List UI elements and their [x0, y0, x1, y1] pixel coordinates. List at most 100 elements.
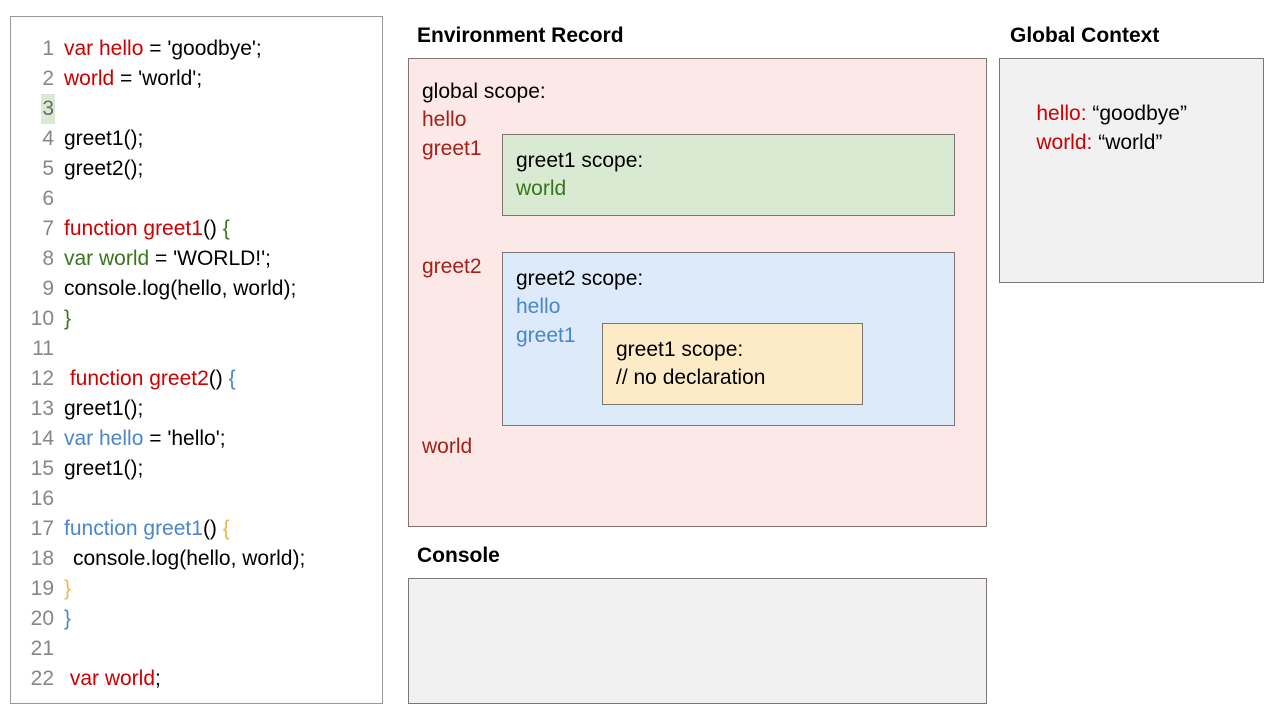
code-token: greet1();	[64, 127, 144, 150]
code-token: = 'WORLD!';	[149, 247, 271, 270]
line-number: 5	[42, 157, 54, 180]
code-line-text: greet1();	[55, 124, 143, 154]
line-number: 20	[30, 607, 54, 630]
global-context-entry-value: “goodbye”	[1086, 102, 1187, 125]
global-binding-greet1: greet1	[422, 137, 482, 160]
code-token: }	[64, 577, 72, 600]
code-line[interactable]: 21	[11, 634, 382, 664]
greet2-scope-box: greet2 scope: hello greet1 greet1 scope:…	[502, 252, 955, 426]
line-number: 9	[42, 277, 54, 300]
code-line-text: var world;	[55, 664, 161, 694]
code-token: = 'goodbye';	[143, 37, 262, 60]
greet1-inner-no-declaration-comment: // no declaration	[616, 366, 766, 389]
global-context-title: Global Context	[1010, 24, 1160, 47]
line-number: 1	[42, 37, 54, 60]
code-token: var world	[64, 667, 156, 690]
console-title: Console	[417, 544, 500, 567]
code-line[interactable]: 22 var world;	[11, 664, 382, 694]
code-token: {	[222, 217, 230, 240]
line-number: 16	[30, 487, 54, 510]
global-scope-label: global scope:	[422, 80, 546, 103]
global-binding-hello: hello	[422, 108, 467, 131]
code-token: }	[64, 607, 72, 630]
code-line[interactable]: 4 greet1();	[11, 124, 382, 154]
code-line-text: var hello = 'hello';	[55, 424, 226, 454]
code-line-text: greet1();	[55, 394, 143, 424]
code-token: greet1();	[64, 397, 144, 420]
line-number: 4	[42, 127, 54, 150]
code-line-text: function greet2() {	[55, 364, 236, 394]
line-number: 15	[30, 457, 54, 480]
code-token: ()	[202, 217, 223, 240]
line-number: 8	[42, 247, 54, 270]
global-binding-world: world	[422, 435, 473, 458]
line-number: 17	[30, 517, 54, 540]
global-context-entry-value: “world”	[1092, 131, 1163, 154]
code-line[interactable]: 20}	[11, 604, 382, 634]
code-line[interactable]: 3	[11, 94, 382, 124]
greet1-binding-world: world	[516, 177, 567, 200]
code-line[interactable]: 16	[11, 484, 382, 514]
code-line-text: console.log(hello, world);	[55, 274, 296, 304]
line-number: 22	[30, 667, 54, 690]
code-line-text: console.log(hello, world);	[55, 544, 305, 574]
line-number: 3	[11, 94, 55, 124]
line-number: 12	[30, 367, 54, 390]
code-token: var hello	[64, 427, 144, 450]
code-token: var hello	[64, 37, 144, 60]
code-line-text: }	[55, 574, 71, 604]
code-token: = 'hello';	[143, 427, 226, 450]
global-context-entry-key: hello:	[1036, 102, 1087, 125]
code-token: function greet2	[64, 367, 209, 390]
code-token: greet2();	[64, 157, 144, 180]
code-token: var world	[64, 247, 150, 270]
code-line-text: world = 'world';	[55, 64, 202, 94]
code-token: console.log(hello, world);	[73, 547, 306, 570]
code-token: function greet1	[64, 517, 203, 540]
code-token: ()	[202, 517, 223, 540]
global-context-entry: hello: “goodbye”	[1013, 78, 1187, 150]
global-context-entry: world: “world”	[1013, 107, 1162, 179]
code-line-text: greet2();	[55, 154, 143, 184]
greet2-scope-label: greet2 scope:	[516, 267, 644, 290]
code-token: function greet1	[64, 217, 203, 240]
code-line-text: greet1();	[55, 454, 143, 484]
code-token: {	[228, 367, 236, 390]
greet1-inner-scope-box: greet1 scope: // no declaration	[602, 323, 863, 405]
code-line[interactable]: 10}	[11, 304, 382, 334]
line-number: 6	[42, 187, 54, 210]
code-line[interactable]: 19}	[11, 574, 382, 604]
code-line[interactable]: 12 function greet2() {	[11, 364, 382, 394]
greet1-scope-label: greet1 scope:	[516, 149, 644, 172]
global-context-entry-key: world:	[1036, 131, 1093, 154]
line-number: 2	[42, 67, 54, 90]
greet1-inner-scope-label: greet1 scope:	[616, 338, 744, 361]
code-token: console.log(hello, world);	[64, 277, 297, 300]
code-token: world	[64, 67, 115, 90]
line-number: 14	[30, 427, 54, 450]
console-box[interactable]	[408, 578, 987, 704]
code-line-text: var world = 'WORLD!';	[55, 244, 271, 274]
code-token: ;	[155, 667, 161, 690]
code-line-text: }	[55, 304, 71, 334]
line-number: 11	[32, 337, 54, 360]
code-token: ()	[208, 367, 229, 390]
code-line-text: var hello = 'goodbye';	[55, 34, 262, 64]
environment-record-box: global scope: hello greet1 greet2 world …	[408, 58, 987, 527]
code-line[interactable]: 11	[11, 334, 382, 364]
code-line[interactable]: 9 console.log(hello, world);	[11, 274, 382, 304]
code-line[interactable]: 6	[11, 184, 382, 214]
greet2-binding-greet1: greet1	[516, 324, 576, 347]
code-line[interactable]: 5 greet2();	[11, 154, 382, 184]
